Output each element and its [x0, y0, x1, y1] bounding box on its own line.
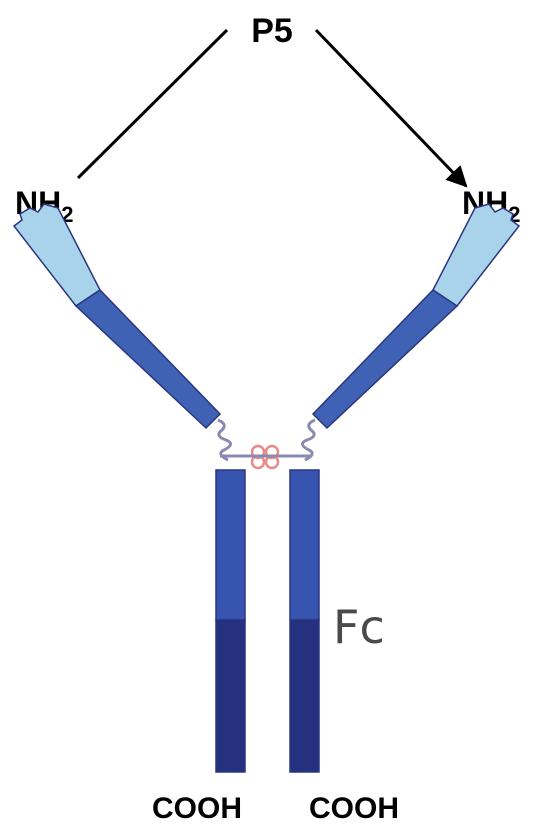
p5-right-arrow: [316, 30, 466, 186]
disulfide-bonds: [220, 446, 312, 468]
right-variable-region: [433, 204, 519, 306]
left-fc-lower: [216, 620, 245, 772]
left-fc-upper: [216, 470, 245, 620]
left-variable-region: [14, 204, 100, 306]
right-fc-chain: [290, 470, 319, 772]
cooh-left-label: COOH: [152, 792, 242, 825]
left-constant-region: [76, 290, 220, 428]
right-fc-lower: [290, 620, 319, 772]
left-hinge-coil: [218, 420, 231, 460]
left-arm: [14, 204, 231, 460]
p5-label: P5: [251, 12, 293, 50]
right-constant-region: [313, 290, 457, 428]
p5-left-line: [78, 30, 227, 178]
right-fc-upper: [290, 470, 319, 620]
right-hinge-coil: [302, 420, 315, 460]
left-fc-chain: [216, 470, 245, 772]
cooh-right-label: COOH: [309, 792, 399, 825]
right-arm: [302, 204, 519, 460]
fc-label: Fc: [333, 600, 385, 654]
